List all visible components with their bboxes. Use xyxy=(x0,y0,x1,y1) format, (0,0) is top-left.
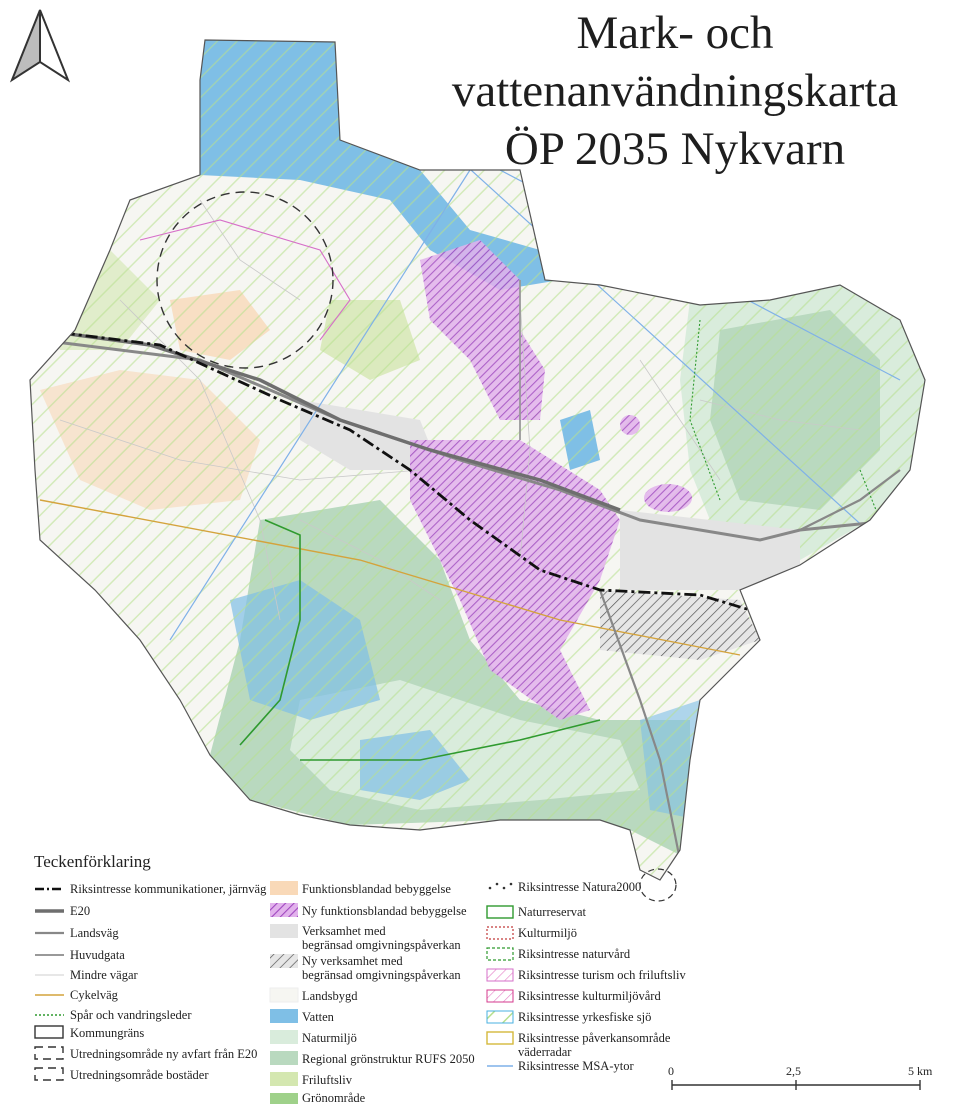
legend-item-ri-msa: Riksintresse MSA-ytor xyxy=(518,1059,634,1073)
legend-item-landsvag: Landsväg xyxy=(70,926,119,940)
legend-item-ri-turism: Riksintresse turism och friluftsliv xyxy=(518,968,686,982)
legend-item-ri-naturvard: Riksintresse naturvård xyxy=(518,947,631,961)
legend-heading: Teckenförklaring xyxy=(34,852,151,871)
legend-item-friluftsliv: Friluftsliv xyxy=(302,1073,353,1087)
legend-item-mindre-vagar: Mindre vägar xyxy=(70,968,138,982)
legend-item-kommungrans: Kommungräns xyxy=(70,1026,145,1040)
title-line-2: vattenanvändningskarta xyxy=(451,65,899,117)
legend-item-cykelvag: Cykelväg xyxy=(70,988,118,1002)
legend-item-funktionsblandad: Funktionsblandad bebyggelse xyxy=(302,882,451,896)
legend-item-naturmiljo: Naturmiljö xyxy=(302,1031,357,1045)
legend-item-e20: E20 xyxy=(70,904,91,918)
legend-item-naturreservat: Naturreservat xyxy=(518,905,587,919)
scale-label-2-5: 2,5 xyxy=(786,1064,801,1078)
legend-item-regional-gronstruktur: Regional grönstruktur RUFS 2050 xyxy=(302,1052,475,1066)
legend-item-ri-yrkesfiske: Riksintresse yrkesfiske sjö xyxy=(518,1010,652,1024)
legend-symbols xyxy=(34,881,514,1104)
scale-label-5km: 5 km xyxy=(908,1064,933,1078)
municipality-border xyxy=(29,39,926,881)
legend-item-utredning-e20: Utredningsområde ny avfart från E20 xyxy=(70,1047,258,1061)
scale-bar xyxy=(671,1080,921,1090)
legend-item-gronomrade: Grönområde xyxy=(302,1091,366,1105)
title-line-3: ÖP 2035 Nykvarn xyxy=(504,123,846,175)
scale-label-0: 0 xyxy=(668,1064,674,1078)
legend-item-ri-kulturmiljovard: Riksintresse kulturmiljövård xyxy=(518,989,661,1003)
north-arrow-icon xyxy=(9,9,71,83)
legend-item-ny-funktionsblandad: Ny funktionsblandad bebyggelse xyxy=(302,904,467,918)
legend-item-vatten: Vatten xyxy=(302,1010,334,1024)
map-title: Mark- och vattenanvändningskarta ÖP 2035… xyxy=(400,4,950,178)
legend-item-huvudgata: Huvudgata xyxy=(70,948,125,962)
legend-item-utredning-bostader: Utredningsområde bostäder xyxy=(70,1068,209,1082)
legend-item-landsbygd: Landsbygd xyxy=(302,989,358,1003)
investigation-area-e20-exit xyxy=(639,868,677,902)
legend-item-kulturmiljo: Kulturmiljö xyxy=(518,926,578,940)
legend-item-spar: Spår och vandringsleder xyxy=(70,1008,192,1022)
investigation-area-housing xyxy=(156,191,334,369)
title-line-1: Mark- och xyxy=(576,7,774,59)
legend-item-natura2000: Riksintresse Natura2000 xyxy=(518,880,642,894)
legend-item-rail: Riksintresse kommunikationer, järnväg xyxy=(70,882,267,896)
